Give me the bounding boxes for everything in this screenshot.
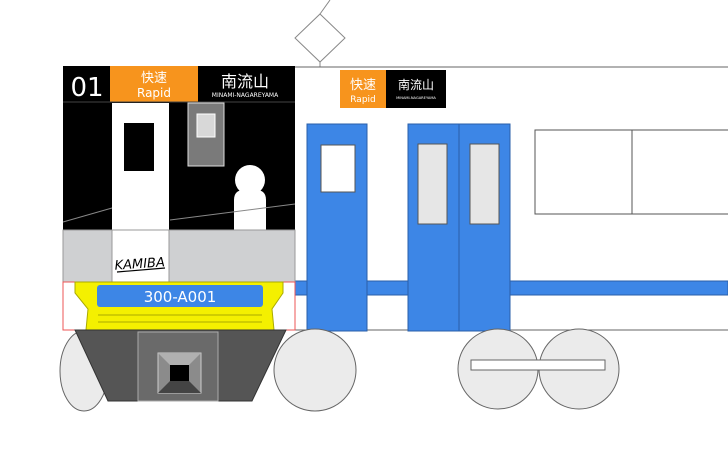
wheels	[273, 328, 620, 412]
side-door-double	[407, 123, 511, 332]
front-car-number: 01	[70, 73, 103, 103]
front-type-kanji: 快速	[141, 71, 167, 86]
silhouette-person-icon	[234, 165, 266, 230]
front-door-window	[124, 123, 154, 171]
front-lower-panel	[62, 229, 296, 283]
side-type-en: Rapid	[350, 95, 376, 105]
front-dest-kanji: 南流山	[221, 72, 269, 91]
front-bumper: 300-A001	[62, 281, 296, 331]
wheel-axle	[470, 359, 606, 371]
side-type-kanji: 快速	[350, 78, 376, 93]
pantograph-icon	[294, 0, 346, 67]
door-window	[320, 144, 356, 193]
door-window	[469, 143, 500, 225]
front-dest-en: MINAMI-NAGAREYAMA	[212, 92, 279, 99]
front-face: 01 快速 Rapid 南流山 MINAMI-NAGAREYAMA KAMIBA	[62, 66, 296, 283]
side-destination-display: 快速 Rapid 南流山 MINAMI-NAGAREYAMA	[340, 70, 446, 108]
passenger-window	[534, 129, 728, 215]
side-door-single	[306, 123, 368, 332]
coupler-icon	[157, 352, 202, 394]
side-dest-kanji: 南流山	[398, 77, 434, 92]
front-skirt	[74, 329, 287, 402]
train-number-plate: 300-A001	[144, 288, 217, 306]
front-type-en: Rapid	[137, 86, 171, 100]
door-window	[417, 143, 448, 225]
side-dest-en: MINAMI-NAGAREYAMA	[396, 96, 436, 100]
